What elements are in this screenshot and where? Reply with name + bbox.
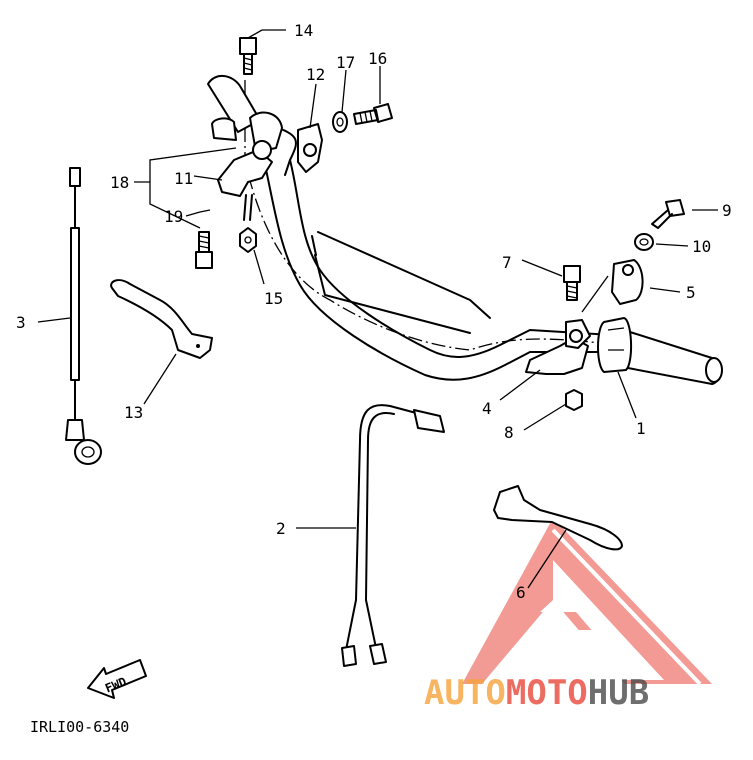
callout-2: 2 bbox=[276, 519, 286, 538]
handlebar bbox=[207, 75, 723, 385]
nut-8 bbox=[565, 389, 583, 411]
callout-13: 13 bbox=[124, 403, 143, 422]
bolt-19 bbox=[195, 231, 213, 269]
clutch-lever bbox=[110, 279, 213, 359]
callout-6: 6 bbox=[516, 583, 526, 602]
diagram-code: IRLI00-6340 bbox=[30, 718, 129, 736]
washer-10 bbox=[634, 233, 654, 251]
bolt-16 bbox=[353, 103, 393, 125]
callout-1: 1 bbox=[636, 419, 646, 438]
callout-14: 14 bbox=[294, 21, 313, 40]
callout-18: 18 bbox=[110, 173, 129, 192]
switch-housing-1 bbox=[597, 317, 632, 373]
left-lever-holder bbox=[211, 111, 283, 221]
callout-11: 11 bbox=[174, 169, 193, 188]
bolt-9 bbox=[651, 199, 685, 229]
callout-4: 4 bbox=[482, 399, 492, 418]
lever-holder-4 bbox=[525, 319, 591, 375]
callout-7: 7 bbox=[502, 253, 512, 272]
holder-5 bbox=[611, 259, 644, 305]
brake-lever bbox=[493, 485, 623, 551]
watermark-hub: HUB bbox=[588, 673, 649, 713]
callout-9: 9 bbox=[722, 201, 732, 220]
brake-switch-wire bbox=[341, 404, 445, 667]
bolt-14 bbox=[239, 37, 257, 75]
callout-17: 17 bbox=[336, 53, 355, 72]
clutch-cable bbox=[65, 167, 102, 465]
nut-15 bbox=[239, 227, 257, 253]
watermark-logo bbox=[462, 518, 712, 686]
fwd-arrow: FWD bbox=[87, 659, 147, 699]
watermark-auto: AUTO bbox=[424, 673, 506, 713]
bracket-12 bbox=[297, 123, 323, 173]
callout-3: 3 bbox=[16, 313, 26, 332]
callout-15: 15 bbox=[264, 289, 283, 308]
callout-12: 12 bbox=[306, 65, 325, 84]
callout-8: 8 bbox=[504, 423, 514, 442]
callout-19: 19 bbox=[164, 207, 183, 226]
leader-lines bbox=[37, 29, 718, 589]
callout-10: 10 bbox=[692, 237, 711, 256]
callout-5: 5 bbox=[686, 283, 696, 302]
callout-numbers: 1 2 3 4 5 6 7 8 9 10 11 12 13 14 15 16 1… bbox=[16, 21, 732, 602]
washer-17 bbox=[332, 111, 348, 133]
bolt-7 bbox=[563, 265, 581, 301]
callout-16: 16 bbox=[368, 49, 387, 68]
watermark-text: AUTOMOTOHUB bbox=[424, 673, 649, 713]
svg-text:AUTOMOTOHUB: AUTOMOTOHUB bbox=[424, 673, 649, 713]
watermark-moto: MOTO bbox=[506, 673, 588, 713]
